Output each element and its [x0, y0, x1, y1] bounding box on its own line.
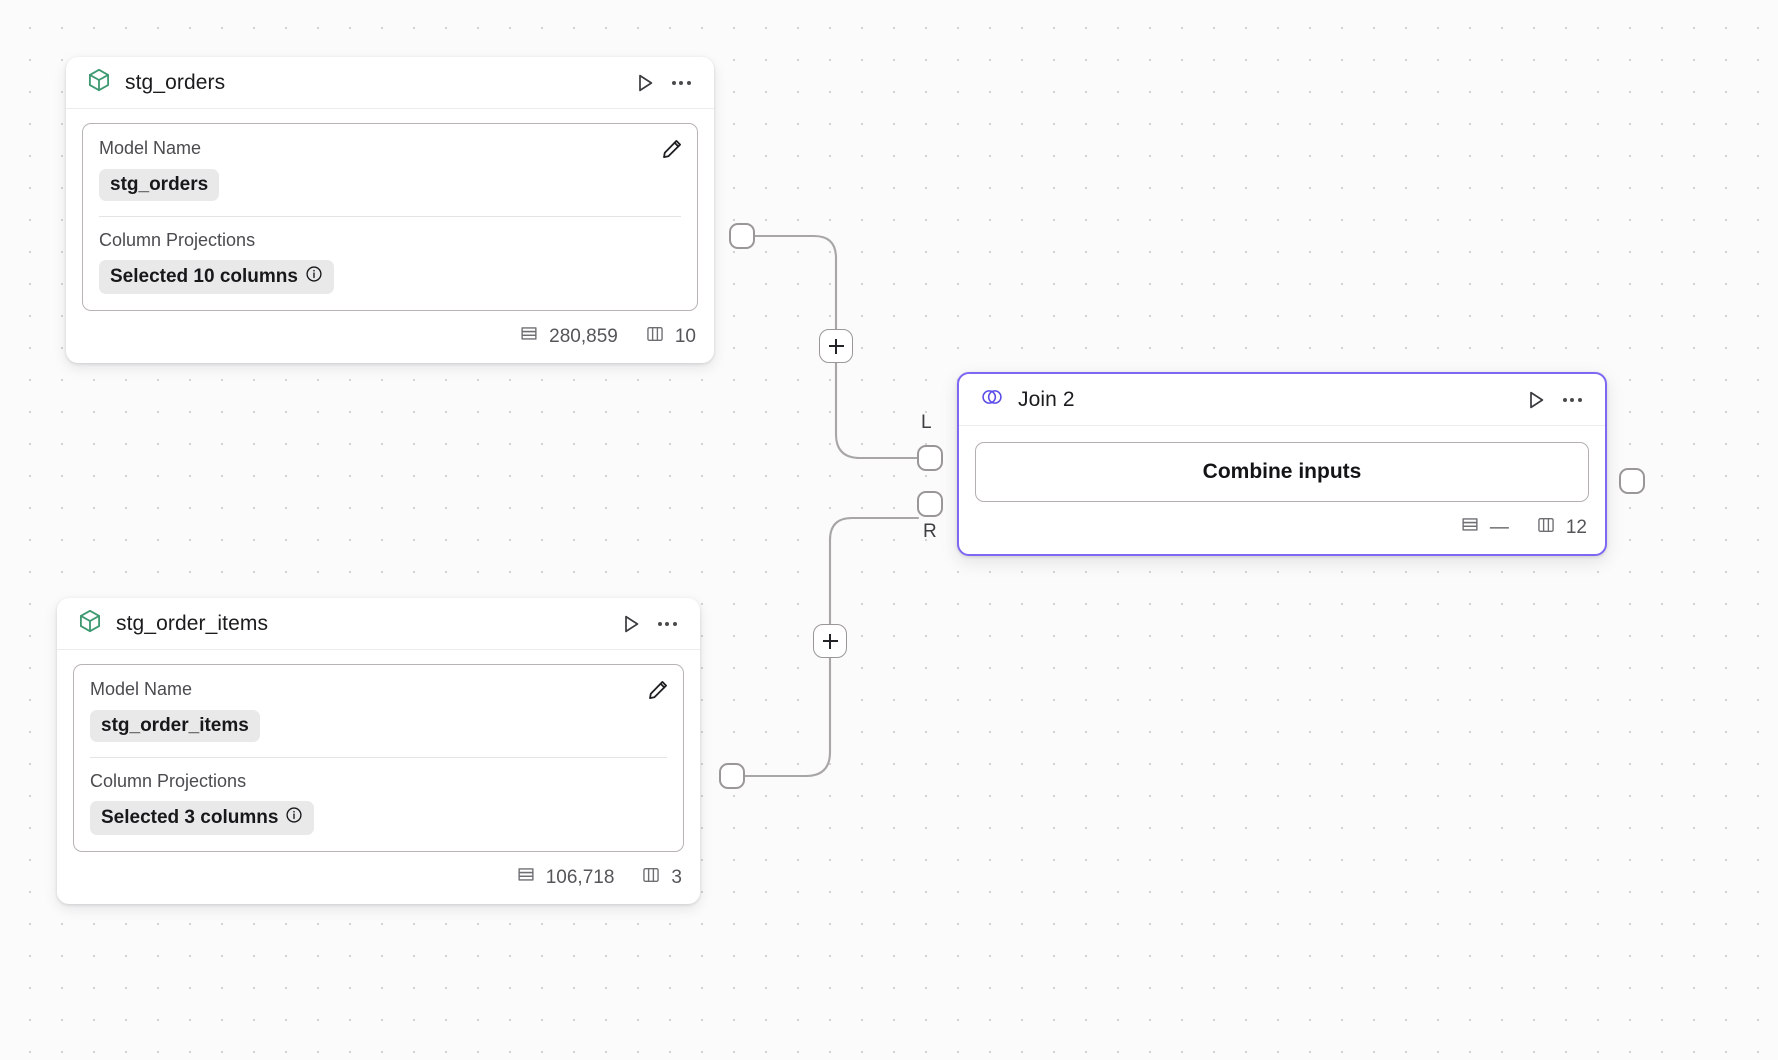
row-count-stat: 106,718	[515, 864, 615, 892]
rows-icon	[515, 864, 537, 892]
play-icon[interactable]	[1521, 385, 1551, 415]
model-properties-panel: Model Name stg_order_items Column Projec…	[73, 664, 684, 853]
node-footer: 106,718 3	[57, 852, 700, 904]
ellipsis-icon[interactable]	[666, 68, 696, 98]
row-count-stat: —	[1459, 514, 1509, 542]
model-name-value[interactable]: stg_order_items	[90, 709, 260, 742]
rows-icon	[1459, 514, 1481, 542]
play-icon[interactable]	[616, 609, 646, 639]
column-projections-text: Selected 3 columns	[101, 807, 279, 829]
join-venn-icon	[979, 384, 1005, 415]
node-title: Join 2	[1018, 387, 1075, 411]
pencil-icon[interactable]	[643, 675, 673, 705]
node-footer: 280,859 10	[66, 311, 714, 363]
column-count-value: 3	[671, 867, 682, 889]
row-count-value: 106,718	[545, 867, 615, 889]
model-name-text: stg_order_items	[101, 714, 249, 736]
cube-icon	[86, 67, 112, 98]
node-body: Model Name stg_order_items Column Projec…	[57, 650, 700, 853]
column-projections-value[interactable]: Selected 10 columns	[99, 260, 334, 295]
row-count-value: —	[1489, 517, 1509, 538]
plus-icon-vertical	[835, 338, 837, 354]
join-right-input-label: R	[923, 521, 937, 542]
node-title: stg_order_items	[116, 611, 269, 635]
row-count-stat: 280,859	[518, 323, 618, 351]
output-port-stg-order-items[interactable]	[719, 763, 745, 789]
rows-icon	[518, 323, 540, 351]
column-count-stat: 12	[1535, 514, 1587, 542]
columns-icon	[1535, 514, 1557, 542]
model-name-value[interactable]: stg_orders	[99, 168, 220, 201]
pencil-icon[interactable]	[657, 134, 687, 164]
output-port-stg-orders[interactable]	[729, 223, 755, 249]
input-port-join-left[interactable]	[917, 445, 943, 471]
column-count-stat: 3	[640, 864, 682, 892]
join-left-input-label: L	[921, 412, 932, 433]
plus-icon-vertical	[829, 633, 831, 649]
ellipsis-icon[interactable]	[652, 609, 682, 639]
model-name-label: Model Name	[99, 138, 202, 158]
row-count-value: 280,859	[549, 326, 618, 348]
play-icon[interactable]	[630, 68, 660, 98]
columns-icon	[644, 323, 666, 351]
column-count-stat: 10	[644, 323, 696, 351]
ellipsis-icon[interactable]	[1557, 385, 1587, 415]
columns-icon	[640, 864, 662, 892]
info-icon[interactable]	[305, 265, 323, 289]
cube-icon	[77, 608, 103, 639]
column-projections-label: Column Projections	[99, 229, 256, 250]
node-stg-orders[interactable]: stg_orders Model Name	[66, 57, 714, 364]
node-join-2[interactable]: Join 2 Combine inputs	[957, 372, 1607, 556]
column-projections-label: Column Projections	[90, 770, 247, 791]
divider	[99, 215, 681, 217]
column-projections-value[interactable]: Selected 3 columns	[90, 801, 315, 836]
column-count-value: 12	[1565, 517, 1587, 538]
node-title: stg_orders	[125, 70, 226, 94]
output-port-join-2[interactable]	[1619, 468, 1645, 494]
divider	[90, 756, 667, 758]
combine-inputs-button[interactable]: Combine inputs	[975, 442, 1589, 502]
node-body: Model Name stg_orders Column Projections…	[66, 109, 714, 312]
info-icon[interactable]	[285, 806, 303, 830]
model-name-label: Model Name	[90, 679, 193, 699]
node-header: stg_orders	[66, 57, 714, 109]
node-header: stg_order_items	[57, 598, 700, 650]
add-node-button-lower-edge[interactable]	[813, 624, 847, 658]
node-stg-order-items[interactable]: stg_order_items Model Name	[57, 598, 700, 905]
model-properties-panel: Model Name stg_orders Column Projections…	[82, 123, 698, 312]
model-name-text: stg_orders	[110, 173, 209, 195]
node-header: Join 2	[959, 374, 1605, 426]
add-node-button-upper-edge[interactable]	[819, 329, 853, 363]
node-footer: — 12	[959, 502, 1605, 554]
column-count-value: 10	[674, 326, 696, 348]
input-port-join-right[interactable]	[917, 491, 943, 517]
column-projections-text: Selected 10 columns	[110, 266, 298, 288]
join-body: Combine inputs	[959, 426, 1605, 502]
